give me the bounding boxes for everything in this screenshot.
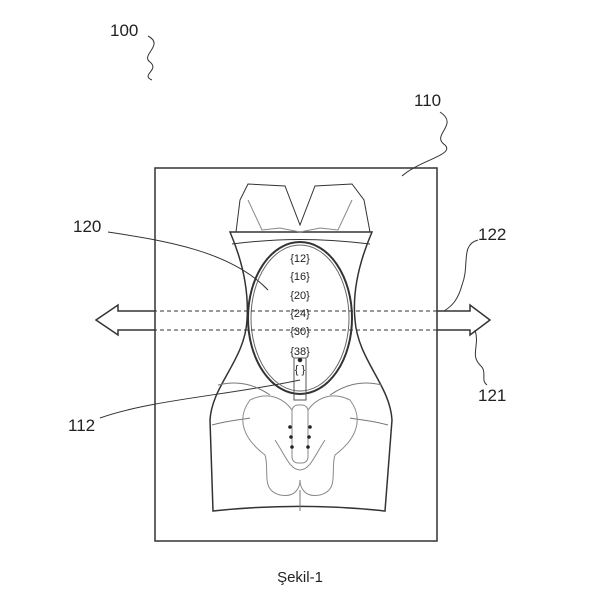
- scale-mark: {16}: [290, 271, 310, 283]
- label-100: 100: [110, 21, 138, 40]
- hip-lines: [212, 383, 388, 425]
- leader-120: [108, 232, 268, 290]
- leader-122: [444, 240, 478, 311]
- scale-mark: {20}: [290, 290, 310, 302]
- label-121: 121: [478, 386, 506, 405]
- label-110: 110: [414, 91, 441, 110]
- leader-121: [475, 330, 487, 385]
- scale-mark: { }: [295, 364, 306, 376]
- leader-110: [402, 112, 447, 176]
- arrow-left-icon: [96, 305, 155, 335]
- pelvis-icon: [243, 396, 357, 496]
- scale-mark: {12}: [290, 253, 310, 265]
- arrow-right-icon: [437, 305, 490, 335]
- label-120: 120: [73, 217, 101, 236]
- scale-mark: {38}: [290, 346, 310, 358]
- label-122: 122: [478, 225, 506, 244]
- label-112: 112: [68, 416, 95, 435]
- figure-caption: Şekil-1: [277, 569, 323, 586]
- bra-cups: [236, 184, 370, 232]
- scale-mark: {30}: [290, 326, 310, 338]
- scale-mark: {24}: [290, 308, 310, 320]
- leader-100: [148, 36, 155, 80]
- leader-112: [100, 380, 300, 418]
